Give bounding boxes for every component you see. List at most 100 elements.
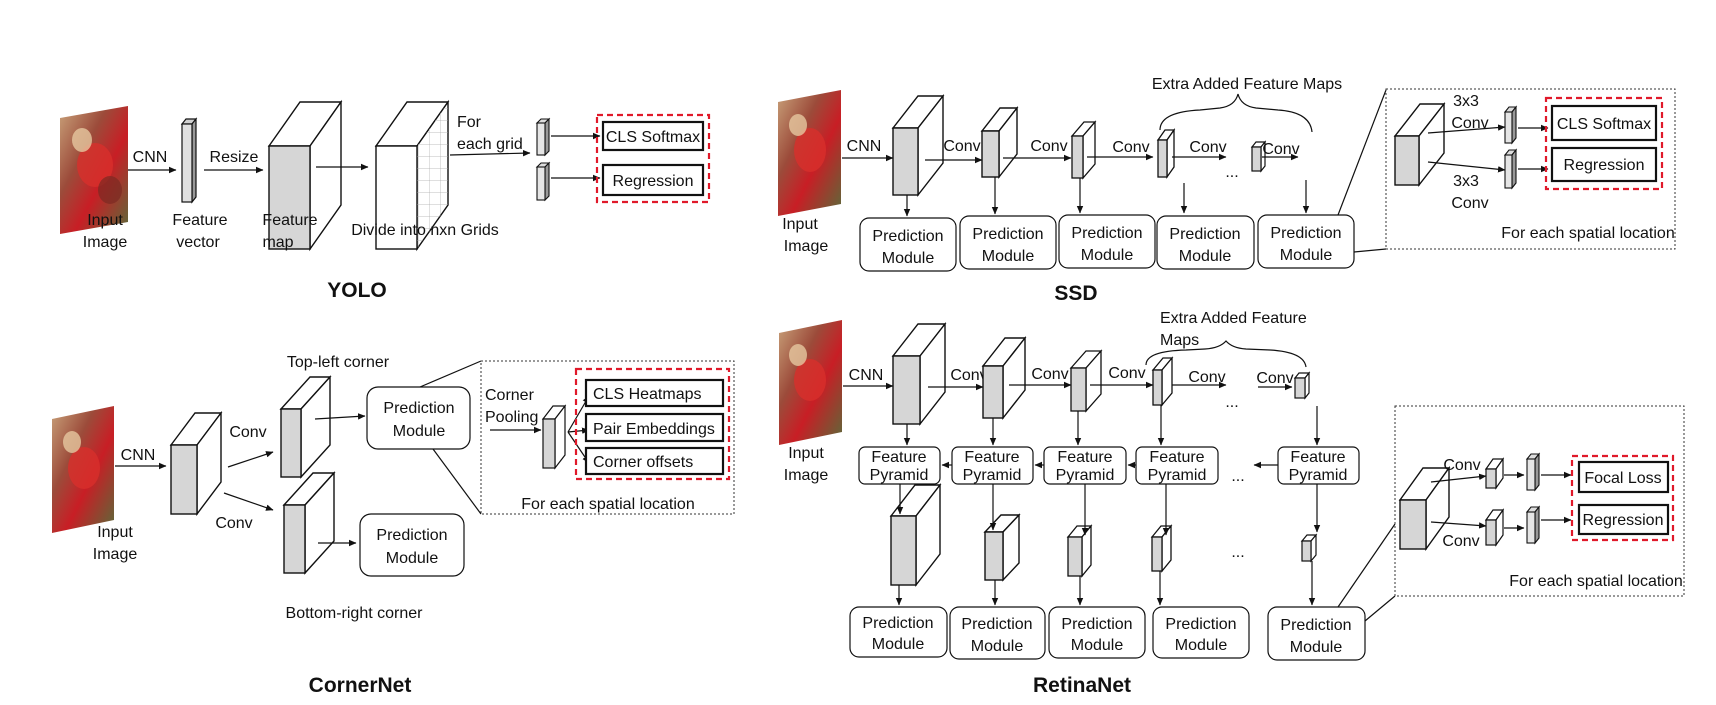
yolo-input-label-2: Image xyxy=(83,234,128,251)
ssd-conv-label-1: Conv xyxy=(943,138,980,155)
ssd-feature-map-2 xyxy=(980,105,1019,180)
ssd-detail-arrow-bot xyxy=(1427,161,1506,173)
ssd-pm2-l1: Prediction xyxy=(972,226,1043,243)
retinanet-cnn-label: CNN xyxy=(849,367,884,384)
retinanet-fp4-l1: Feature xyxy=(1149,449,1204,466)
retinanet-extra-label-1: Extra Added Feature xyxy=(1160,310,1307,327)
cornernet-offsets-box xyxy=(584,446,725,476)
retinanet-conv-label-2: Conv xyxy=(1031,366,1068,383)
cornernet-top-left-map xyxy=(279,375,332,479)
retinanet-regression-box xyxy=(1577,503,1670,536)
ssd-regression-box xyxy=(1550,146,1658,183)
yolo-regression-box xyxy=(601,163,705,197)
retinanet-detail-conv-arrow-bottom xyxy=(1430,521,1487,529)
retinanet-detail-feature-map xyxy=(1398,465,1451,552)
retinanet-fp2-l2: Pyramid xyxy=(963,467,1022,484)
retinanet-title: RetinaNet xyxy=(1033,674,1131,697)
cornernet-bottom-pm-l1: Prediction xyxy=(376,527,447,544)
ssd-extra-label: Extra Added Feature Maps xyxy=(1152,76,1342,93)
yolo-cnn-label: CNN xyxy=(133,149,168,166)
yolo-for-each-grid-1: For xyxy=(457,114,482,131)
yolo-cls-softmax-box xyxy=(601,120,705,152)
ssd-detail-conv-top-1: 3x3 xyxy=(1453,93,1479,110)
retinanet-fp3-l1: Feature xyxy=(1057,449,1112,466)
retinanet-detail-conv-top: Conv xyxy=(1443,457,1480,474)
ssd-input-label-2: Image xyxy=(784,238,829,255)
cornernet-bottom-right-label: Bottom-right corner xyxy=(286,605,424,622)
cornernet-output-dashed-box xyxy=(574,367,731,481)
retinanet-pm1-l1: Prediction xyxy=(862,615,933,632)
yolo-feature-map xyxy=(267,99,343,252)
retinanet-prediction-module-5 xyxy=(1267,606,1366,661)
retinanet-focal-loss-box xyxy=(1577,460,1670,494)
ssd-detail-head-top xyxy=(1503,105,1518,145)
ssd-feature-map-3 xyxy=(1070,120,1097,180)
ssd-detail-conv-bot-2: Conv xyxy=(1451,195,1488,212)
ssd-cls-softmax-label: CLS Softmax xyxy=(1557,116,1651,133)
ssd-pm4-l2: Module xyxy=(1179,248,1232,265)
cornernet-section: Input Image CNN Conv Conv Top-left corne… xyxy=(52,354,735,697)
retinanet-head-map-4 xyxy=(1150,524,1173,573)
retinanet-detail-conv-bottom: Conv xyxy=(1442,533,1479,550)
ssd-title: SSD xyxy=(1054,282,1097,305)
cornernet-input-label-2: Image xyxy=(93,546,138,563)
cornernet-backbone-map xyxy=(169,410,223,517)
ssd-pm1-l2: Module xyxy=(882,250,935,267)
ssd-feature-map-4 xyxy=(1156,127,1176,180)
yolo-head-bottom xyxy=(535,161,551,202)
ssd-cls-softmax-box xyxy=(1550,104,1658,142)
ssd-cnn-label: CNN xyxy=(847,138,882,155)
yolo-input-label-1: Input xyxy=(87,212,123,229)
ssd-input-image xyxy=(778,90,841,216)
yolo-for-each-grid-2: each grid xyxy=(457,136,523,153)
cornernet-bottom-right-map xyxy=(282,471,336,575)
retinanet-prediction-module-1 xyxy=(849,606,948,658)
retinanet-conv-label-5: Conv xyxy=(1256,370,1293,387)
cornernet-input-label-1: Input xyxy=(97,524,133,541)
cornernet-zoom-line-top xyxy=(419,360,482,388)
retinanet-fp5-l2: Pyramid xyxy=(1289,467,1348,484)
retinanet-ellipsis-bottom: ... xyxy=(1231,544,1244,561)
yolo-title: YOLO xyxy=(327,279,387,302)
cornernet-conv-arrow-top xyxy=(227,451,274,468)
cornernet-top-left-label: Top-left corner xyxy=(287,354,390,371)
cornernet-top-pm-l1: Prediction xyxy=(383,400,454,417)
retinanet-pm3-l1: Prediction xyxy=(1061,616,1132,633)
cornernet-bottom-prediction-module xyxy=(359,513,465,577)
cornernet-cnn-label: CNN xyxy=(121,447,156,464)
retinanet-head-map-1 xyxy=(889,482,942,588)
retinanet-detail-map-bottom-a xyxy=(1484,508,1505,547)
cornernet-conv-label-top: Conv xyxy=(229,424,266,441)
cornernet-for-each-label: For each spatial location xyxy=(521,496,694,513)
ssd-prediction-module-2 xyxy=(959,215,1057,270)
retinanet-section: Input Image CNN Conv Conv Conv xyxy=(779,310,1685,697)
retinanet-detail-head-bottom xyxy=(1525,505,1541,545)
ssd-prediction-module-3 xyxy=(1058,214,1156,269)
retinanet-fp5-l1: Feature xyxy=(1290,449,1345,466)
retinanet-pm2-l1: Prediction xyxy=(961,616,1032,633)
retinanet-backbone-4 xyxy=(1151,356,1174,407)
retinanet-pm5-l2: Module xyxy=(1290,639,1343,656)
cornernet-embeddings-label: Pair Embeddings xyxy=(593,421,715,438)
ssd-regression-label: Regression xyxy=(1564,157,1645,174)
retinanet-fp4-l2: Pyramid xyxy=(1148,467,1207,484)
yolo-grid-map xyxy=(374,99,450,252)
cornernet-offsets-label: Corner offsets xyxy=(593,454,693,471)
retinanet-pm4-l2: Module xyxy=(1175,637,1228,654)
retinanet-output-dashed-box xyxy=(1570,454,1675,542)
ssd-output-dashed-box xyxy=(1544,96,1664,191)
yolo-feature-map-label-2: map xyxy=(262,234,293,251)
ssd-conv-label-2: Conv xyxy=(1030,138,1067,155)
retinanet-extra-brace xyxy=(1145,340,1307,368)
yolo-output-dashed-box xyxy=(595,113,711,204)
retinanet-detail-map-top-a xyxy=(1484,457,1505,490)
ssd-detail-arrow-top xyxy=(1427,124,1506,134)
ssd-detail-head-bottom xyxy=(1503,148,1518,190)
cornernet-corner-pooling-1: Corner xyxy=(485,387,535,404)
cornernet-corner-pooling-2: Pooling xyxy=(485,409,538,426)
yolo-feature-vector-label-2: vector xyxy=(176,234,220,251)
cornernet-top-pm-l2: Module xyxy=(393,423,446,440)
retinanet-focal-loss-label: Focal Loss xyxy=(1584,470,1661,487)
yolo-section: Input Image CNN Feature vector Resize Fe… xyxy=(60,99,711,302)
retinanet-fp1-l1: Feature xyxy=(871,449,926,466)
